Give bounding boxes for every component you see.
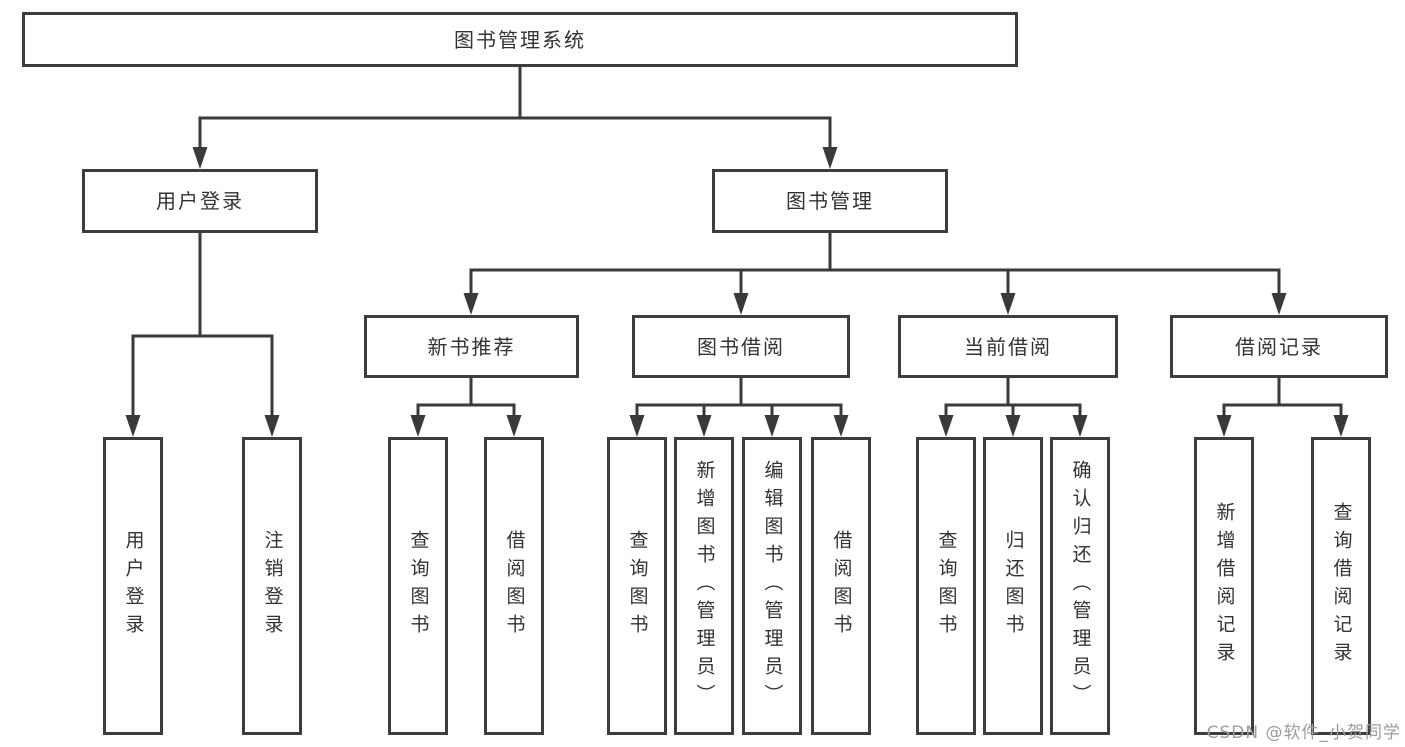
node-book-management: 图书管理 (712, 169, 948, 233)
arrowhead-icon (822, 147, 838, 169)
leaf-query-borrow-record: 查询借阅记录 (1311, 437, 1371, 735)
node-label: 查询借阅记录 (1330, 502, 1353, 670)
arrowhead-icon (264, 415, 280, 437)
arrowhead-icon (192, 147, 208, 169)
node-label: 借阅记录 (1235, 334, 1323, 359)
arrowhead-icon (629, 415, 645, 437)
node-label: 查询图书 (935, 530, 958, 642)
node-label: 图书管理系统 (454, 27, 586, 52)
leaf-logout: 注销登录 (242, 437, 302, 735)
node-label: 查询图书 (407, 530, 430, 642)
node-new-book-recommendation: 新书推荐 (364, 315, 579, 378)
leaf-edit-books-admin: 编辑图书（管理员） (742, 437, 802, 735)
node-label: 用户登录 (156, 189, 244, 213)
arrowhead-icon (733, 293, 749, 315)
arrowhead-icon (1005, 415, 1021, 437)
node-label: 当前借阅 (964, 334, 1052, 359)
leaf-user-login: 用户登录 (103, 437, 163, 735)
arrowhead-icon (1271, 293, 1287, 315)
node-label: 图书管理 (786, 189, 874, 213)
node-label: 查询图书 (626, 530, 649, 642)
node-label: 归还图书 (1002, 530, 1025, 642)
leaf-return-books: 归还图书 (983, 437, 1043, 735)
leaf-query-books-current: 查询图书 (916, 437, 976, 735)
leaf-borrow-books: 借阅图书 (811, 437, 871, 735)
node-book-borrowing: 图书借阅 (632, 315, 850, 378)
arrowhead-icon (1216, 415, 1232, 437)
leaf-confirm-return-admin: 确认归还（管理员） (1050, 437, 1110, 735)
leaf-borrow-books-recommend: 借阅图书 (484, 437, 544, 735)
arrowhead-icon (1072, 415, 1088, 437)
arrowhead-icon (696, 415, 712, 437)
arrowhead-icon (1000, 293, 1016, 315)
node-current-borrowing: 当前借阅 (898, 315, 1118, 378)
leaf-query-books-recommend: 查询图书 (388, 437, 448, 735)
node-label: 借阅图书 (830, 530, 853, 642)
node-label: 编辑图书（管理员） (761, 460, 784, 712)
node-label: 图书借阅 (697, 334, 785, 359)
arrowhead-icon (938, 415, 954, 437)
node-borrowing-records: 借阅记录 (1170, 315, 1388, 378)
leaf-add-books-admin: 新增图书（管理员） (674, 437, 734, 735)
node-user-login: 用户登录 (82, 169, 318, 233)
arrowhead-icon (1333, 415, 1349, 437)
node-label: 借阅图书 (503, 530, 526, 642)
node-label: 新书推荐 (427, 334, 516, 359)
node-label: 注销登录 (261, 530, 284, 642)
node-label: 新增图书（管理员） (693, 460, 716, 712)
node-label: 确认归还（管理员） (1069, 460, 1092, 712)
node-label: 新增借阅记录 (1213, 502, 1236, 670)
leaf-query-books-borrow: 查询图书 (607, 437, 667, 735)
arrowhead-icon (833, 415, 849, 437)
node-label: 用户登录 (122, 530, 145, 642)
arrowhead-icon (125, 415, 141, 437)
arrowhead-icon (463, 293, 479, 315)
arrowhead-icon (410, 415, 426, 437)
watermark: CSDN @软件_小贺同学 (1206, 723, 1401, 743)
leaf-add-borrow-record: 新增借阅记录 (1194, 437, 1254, 735)
arrowhead-icon (506, 415, 522, 437)
arrowhead-icon (764, 415, 780, 437)
node-library-system: 图书管理系统 (22, 12, 1018, 67)
